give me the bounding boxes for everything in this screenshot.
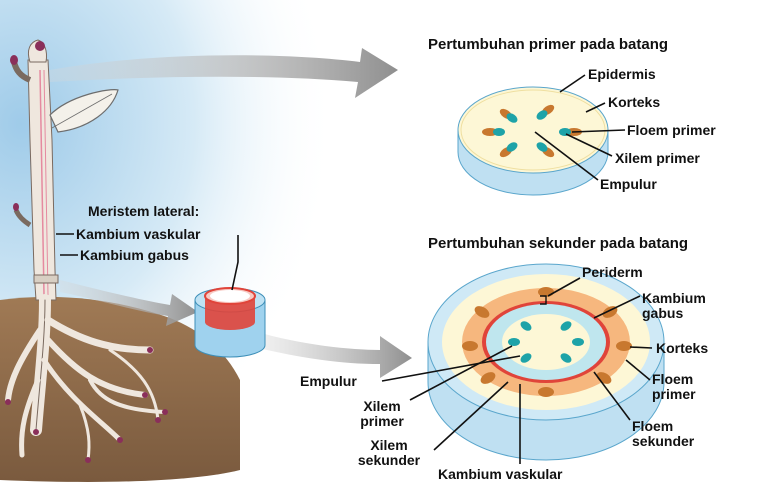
label-xilem-sekunder-2: sekunder (344, 452, 434, 468)
label-epidermis: Epidermis (588, 66, 656, 82)
label-empulur-primary: Empulur (600, 176, 657, 192)
label-floem-sekunder-2: sekunder (632, 433, 694, 449)
lateral-meristem-cylinder (195, 288, 265, 357)
label-korteks-primary: Korteks (608, 94, 660, 110)
label-empulur-secondary: Empulur (300, 373, 357, 389)
label-kambium-vaskular-lateral: Kambium vaskular (76, 226, 201, 242)
label-xilem-primer-2: primer (352, 413, 412, 429)
secondary-growth-title: Pertumbuhan sekunder pada batang (428, 236, 688, 252)
label-floem-primer-primary: Floem primer (627, 122, 716, 138)
label-floem-sekunder-1: Floem (632, 418, 673, 434)
label-xilem-sekunder-1: Xilem (344, 437, 434, 453)
primary-growth-title: Pertumbuhan primer pada batang (428, 37, 668, 53)
label-xilem-primer-primary: Xilem primer (615, 150, 700, 166)
lateral-meristem-title: Meristem lateral: (88, 203, 199, 219)
label-kambium-gabus-lateral: Kambium gabus (80, 247, 189, 263)
primary-stem-disc (458, 87, 608, 195)
label-floem-primer-1: Floem (652, 371, 693, 387)
label-xilem-primer-1: Xilem (352, 398, 412, 414)
label-floem-primer-2: primer (652, 386, 696, 402)
label-kambium-gabus-1: Kambium (642, 290, 706, 306)
label-korteks-secondary: Korteks (656, 340, 708, 356)
label-kambium-gabus-2: gabus (642, 305, 683, 321)
label-periderm: Periderm (582, 264, 643, 280)
label-kambium-vaskular-secondary: Kambium vaskular (438, 466, 563, 482)
